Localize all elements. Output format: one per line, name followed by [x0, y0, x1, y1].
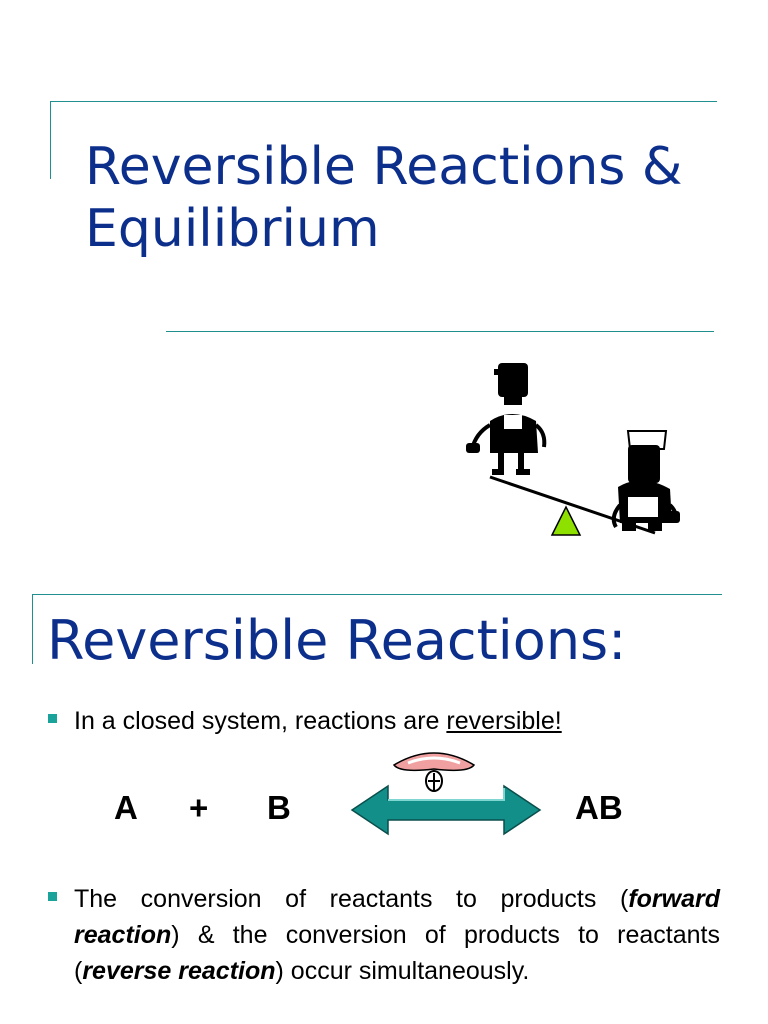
seesaw-clipart: [466, 363, 680, 536]
bullet-2-part2: ) & the conversion of products to reacta…: [74, 921, 720, 985]
bullet-marker-1: [48, 714, 57, 723]
bullet-1-emphasis: reversible!: [446, 707, 562, 735]
bullet-1-prefix: In a closed system, reactions are: [74, 707, 447, 735]
slide2-title: Reversible Reactions:: [47, 609, 627, 672]
slide1-title: Reversible Reactions & Equilibrium: [85, 136, 682, 260]
equation-plus: +: [189, 789, 209, 826]
pink-balance-icon: [392, 752, 476, 792]
slide1-title-line1: Reversible Reactions &: [85, 137, 683, 197]
slide1-bottom-rule: [166, 331, 714, 332]
bullet-2-text: The conversion of reactants to products …: [74, 881, 720, 989]
bullet-1-text: In a closed system, reactions are revers…: [74, 703, 562, 739]
standing-figure: [466, 363, 547, 475]
bullet-2-forward-reaction: forward reaction: [74, 885, 720, 949]
double-arrow-icon: [350, 784, 542, 836]
slide1-top-rule: [50, 101, 717, 102]
bullet-2-part3: ) occur simultaneously.: [275, 957, 530, 985]
slide1-left-rule: [50, 101, 51, 179]
bullet-marker-2: [48, 892, 57, 901]
bullet-2-reverse-reaction: reverse reaction: [82, 957, 276, 985]
equation-reactant-b: B: [267, 789, 291, 826]
equation-reactant-a: A: [114, 789, 138, 826]
slide2-top-rule: [32, 594, 722, 595]
crouching-figure: [611, 430, 680, 531]
slide1-title-line2: Equilibrium: [85, 199, 380, 259]
equation-product: AB: [575, 789, 623, 826]
slide2-left-rule: [32, 594, 33, 664]
fulcrum-shape: [550, 505, 582, 536]
bullet-2-part1: The conversion of reactants to products …: [74, 885, 629, 913]
